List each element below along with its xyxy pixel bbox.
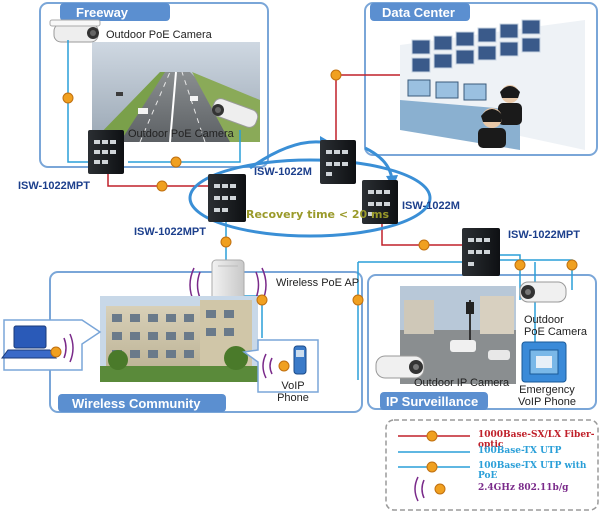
ring-topology (188, 158, 432, 238)
legend-utp-poe: 100Base-TX UTP with PoE (478, 461, 587, 481)
wifi-badge-icon (278, 360, 290, 372)
wifi-badge-icon (50, 346, 62, 358)
building-photo (100, 296, 258, 382)
ring-recovery-time: Recovery time < 20 ms (246, 208, 390, 221)
legend-wireless: 2.4GHz 802.11b/g (478, 483, 569, 493)
label-switch-center: ISW-1022MPT (134, 226, 206, 238)
legend-fiber: 1000Base-SX/LX Fiber-optic (478, 430, 595, 450)
label-emergency-voip-phone: Emergency VoIP Phone (514, 384, 580, 408)
switch-isw-center (208, 174, 246, 222)
outdoor-poe-camera-icon (49, 19, 101, 43)
label-voip-phone-line2: Phone (277, 392, 309, 404)
label-outdoor-poe-camera-3-line1: Outdoor (524, 314, 564, 326)
legend-utp: 100Base-TX UTP (478, 446, 562, 456)
label-switch-top: ISW-1022M (254, 166, 312, 178)
zone-title-data-center: Data Center (382, 5, 455, 20)
poe-badge-icon (566, 259, 578, 271)
data-center-picture (400, 19, 585, 150)
laptop-icon (1, 325, 57, 359)
poe-badge-icon (352, 294, 364, 306)
voip-phone-icon (293, 345, 307, 375)
gbe-badge-icon (418, 239, 430, 251)
label-voip-phone: VoIP Phone (270, 380, 316, 404)
poe-badge-icon (514, 259, 526, 271)
switch-isw-far-right (462, 228, 500, 276)
poe-badge-icon (62, 92, 74, 104)
switch-isw-right (362, 180, 398, 224)
label-outdoor-poe-camera-3-line2: PoE Camera (524, 326, 587, 338)
label-switch-left: ISW-1022MPT (18, 180, 90, 192)
poe-badge-icon (220, 236, 232, 248)
label-emergency-voip-line2: VoIP Phone (518, 396, 576, 408)
gbe-badge-icon (330, 69, 342, 81)
zone-title-ip-surveillance: IP Surveillance (386, 394, 479, 409)
poe-badge-icon (256, 294, 268, 306)
label-wireless-poe-ap: Wireless PoE AP (276, 277, 360, 289)
label-emergency-voip-line1: Emergency (519, 384, 575, 396)
poe-badge-icon (170, 156, 182, 168)
label-outdoor-ip-camera: Outdoor IP Camera (414, 377, 510, 389)
label-outdoor-poe-camera-1: Outdoor PoE Camera (106, 29, 212, 41)
outdoor-ip-camera-icon (375, 355, 425, 379)
gbe-badge-icon (156, 180, 168, 192)
outdoor-poe-camera-icon (519, 281, 567, 303)
label-voip-phone-line1: VoIP (281, 380, 305, 392)
label-switch-far-right: ISW-1022MPT (508, 229, 580, 241)
zone-data-center-box (364, 2, 598, 156)
switch-isw-left (88, 130, 124, 174)
outdoor-poe-camera-icon (211, 98, 259, 128)
zone-title-freeway: Freeway (76, 5, 129, 20)
label-outdoor-poe-camera-2: Outdoor PoE Camera (128, 128, 234, 140)
zone-title-wireless-community: Wireless Community (72, 396, 201, 411)
switch-isw-top (320, 140, 356, 184)
emergency-phone-icon (521, 341, 567, 383)
label-outdoor-poe-camera-3: Outdoor PoE Camera (524, 314, 587, 338)
label-switch-right: ISW-1022M (402, 200, 460, 212)
